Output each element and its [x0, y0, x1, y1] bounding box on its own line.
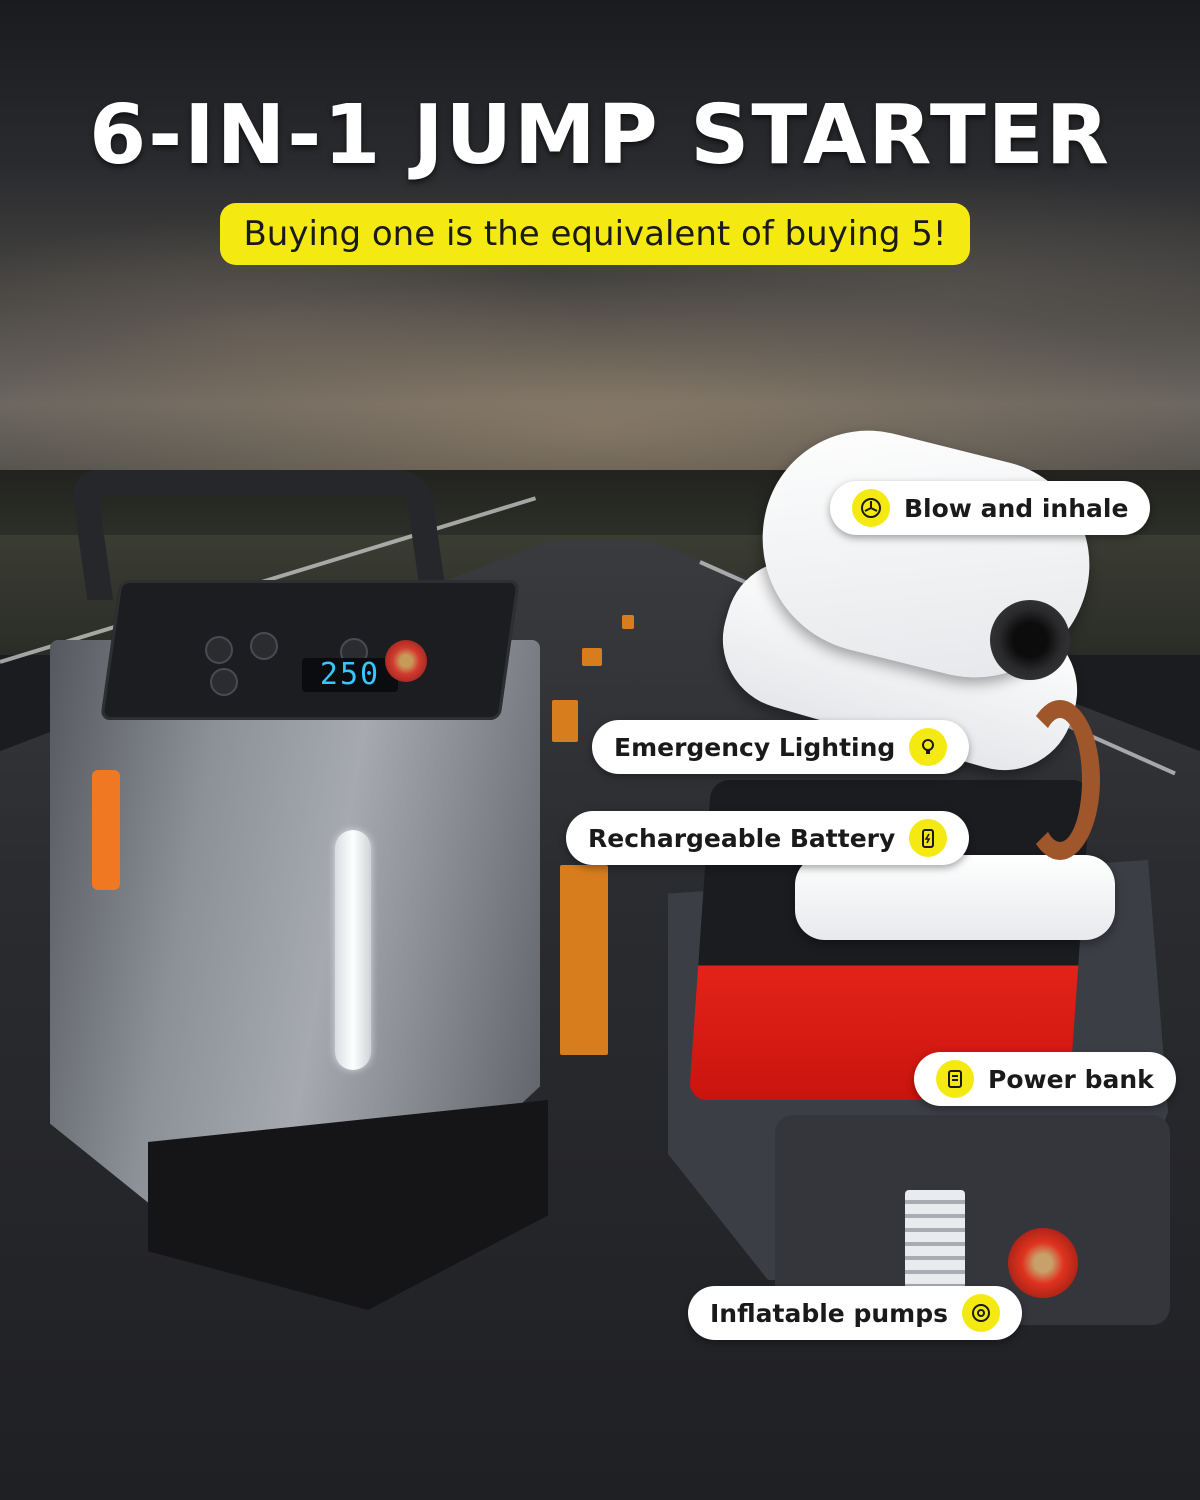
- gauge-icon: [961, 1294, 1000, 1332]
- lamp-strap: [1020, 700, 1100, 860]
- pressure-display: 250: [302, 658, 398, 692]
- bulb-icon: [909, 728, 948, 766]
- subheadline-text: Buying one is the equivalent of buying 5…: [243, 214, 947, 254]
- feature-label: Rechargeable Battery: [588, 823, 896, 853]
- feature-inflatable-pumps: Inflatable pumps: [688, 1286, 1022, 1340]
- clamp-port: [385, 640, 427, 682]
- device-control-panel: [100, 580, 520, 720]
- feature-emergency-lighting: Emergency Lighting: [592, 720, 970, 774]
- power-button: [250, 632, 278, 660]
- side-latch: [92, 770, 120, 890]
- light-button: [205, 636, 233, 664]
- pump-output-port: [1008, 1228, 1078, 1298]
- rechargeable-battery: [795, 855, 1115, 940]
- feature-rechargeable-battery: Rechargeable Battery: [566, 811, 970, 865]
- lane-marking: [622, 615, 634, 629]
- feature-label: Emergency Lighting: [614, 732, 896, 762]
- feature-label: Inflatable pumps: [710, 1298, 948, 1328]
- battery-icon: [909, 819, 948, 857]
- feature-power-bank: Power bank: [914, 1052, 1176, 1106]
- feature-label: Power bank: [988, 1064, 1154, 1094]
- powerbank-icon: [936, 1060, 974, 1098]
- lane-marking: [560, 865, 608, 1055]
- jump-starter-device: 250: [40, 460, 560, 1360]
- subheadline-banner: Buying one is the equivalent of buying 5…: [220, 203, 970, 265]
- lane-marking: [582, 648, 602, 666]
- feature-blow-and-inhale: Blow and inhale: [830, 481, 1151, 535]
- headline: 6-IN-1 JUMP STARTER: [89, 88, 1111, 183]
- fan-icon: [852, 489, 890, 527]
- plus-button: [210, 668, 238, 696]
- blower-nozzle: [990, 600, 1070, 680]
- feature-label: Blow and inhale: [904, 493, 1129, 523]
- led-light-strip: [335, 830, 371, 1070]
- lane-marking: [552, 700, 578, 742]
